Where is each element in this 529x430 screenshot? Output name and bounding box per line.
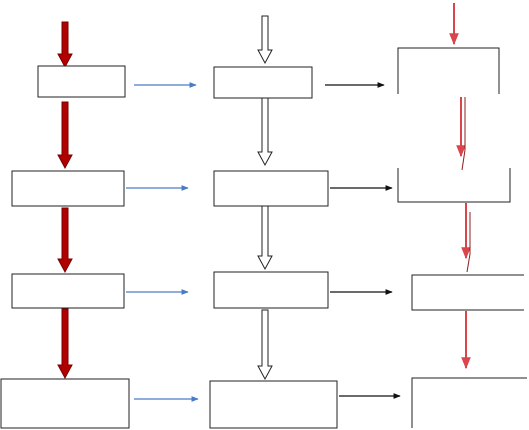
- column-3-arrows: [449, 3, 471, 370]
- box-c1-r4: [0, 378, 130, 429]
- column-1-boxes: [0, 65, 130, 429]
- down-arrow-c1-3: [57, 308, 73, 380]
- down-arrow-c1-1: [57, 101, 73, 170]
- box-c2-r2: [213, 170, 329, 207]
- down-arrow-c2-top: [257, 15, 273, 65]
- box-c2-r3: [213, 271, 329, 309]
- box-c1-r2: [11, 170, 125, 207]
- box-c3-r1: [397, 47, 500, 94]
- box-c3-r2: [397, 168, 511, 203]
- down-arrow-c2-3: [257, 309, 273, 381]
- box-c3-r4: [411, 377, 527, 428]
- down-arrow-c2-1: [257, 97, 273, 167]
- column-2-boxes: [209, 66, 338, 429]
- column-1-arrows: [57, 21, 73, 380]
- down-arrow-c3-2: [461, 203, 471, 273]
- row-arrows-2-3: [325, 82, 401, 399]
- column-2-arrows: [257, 15, 273, 381]
- down-arrow-c1-top: [57, 21, 73, 69]
- box-c1-r1: [37, 65, 126, 98]
- down-arrow-c3-1: [456, 97, 466, 171]
- box-c1-r3: [11, 273, 125, 309]
- box-c2-r4: [209, 380, 338, 429]
- down-arrow-c2-2: [257, 202, 273, 271]
- box-c2-r1: [213, 66, 313, 99]
- column-3-boxes: [397, 47, 527, 428]
- box-c3-r3: [411, 274, 524, 311]
- down-arrow-c1-2: [57, 207, 73, 274]
- row-arrows-1-2: [126, 82, 199, 402]
